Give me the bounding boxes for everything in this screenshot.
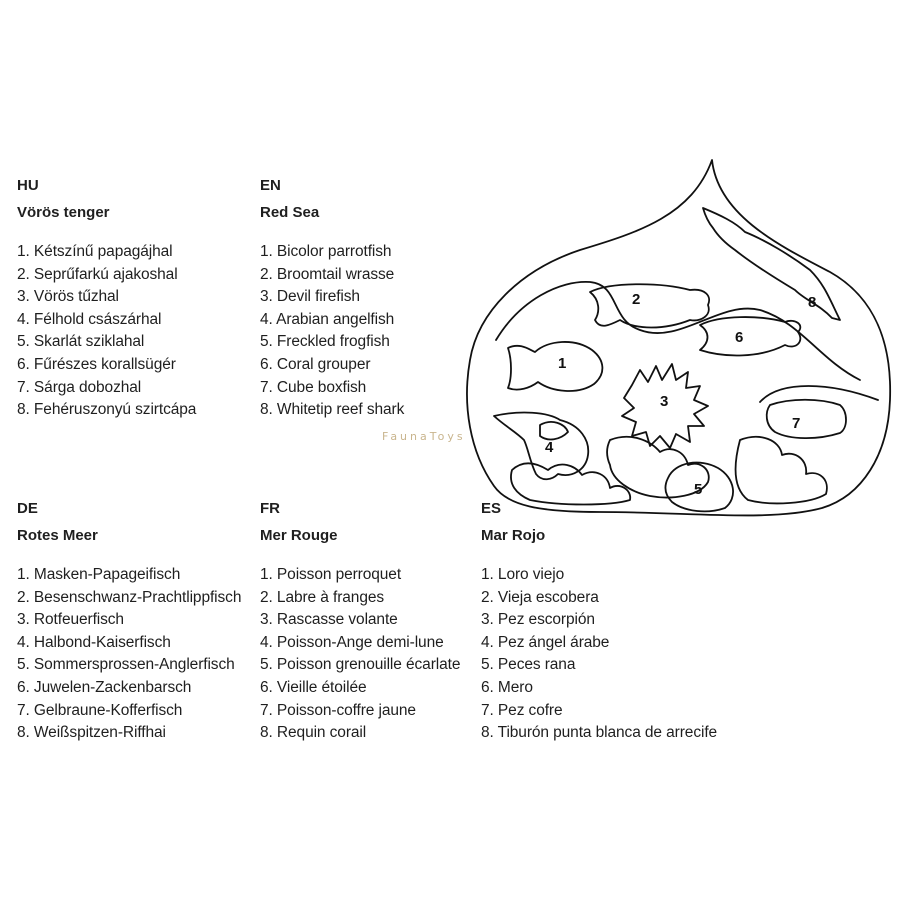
list-item: 8. Requin corail	[260, 724, 367, 742]
list-item: 7. Poisson-coffre jaune	[260, 701, 416, 719]
list-item: 4. Pez ángel árabe	[481, 633, 610, 651]
fish-4-piece	[493, 411, 590, 481]
list-item: 7. Sárga dobozhal	[17, 378, 142, 396]
list-item: 8. Tiburón punta blanca de arrecife	[481, 724, 718, 742]
coral-piece	[734, 435, 828, 505]
fish-7-wave	[759, 385, 879, 403]
piece-label-7: 7	[792, 415, 800, 432]
watermark: FaunaToys	[382, 430, 466, 443]
list-item: 5. Poisson grenouille écarlate	[260, 656, 461, 674]
list-item: 2. Vieja escobera	[481, 588, 599, 606]
list-item: 8. Weißspitzen-Riffhai	[17, 724, 166, 742]
language-code: FR	[260, 500, 280, 517]
frogfish-5-piece	[664, 461, 734, 513]
piece-label-2: 2	[632, 291, 640, 308]
list-item: 3. Devil firefish	[260, 288, 360, 306]
column-en: EN Red Sea 1. Bicolor parrotfish 2. Broo…	[260, 177, 404, 422]
list-item: 4. Poisson-Ange demi-lune	[260, 633, 444, 651]
list-item: 1. Kétszínű papagájhal	[17, 243, 173, 260]
list-item: 7. Pez cofre	[481, 701, 563, 719]
language-code: ES	[481, 500, 502, 517]
language-code: EN	[260, 177, 281, 194]
list-item: 1. Masken-Papageifisch	[17, 566, 181, 583]
piece-label-4: 4	[545, 439, 554, 456]
fish-1-piece	[507, 341, 604, 392]
wave-line	[495, 281, 861, 381]
list-item: 4. Félhold császárhal	[17, 310, 162, 328]
list-item: 7. Gelbraune-Kofferfisch	[17, 701, 183, 719]
section-title: Vörös tenger	[17, 204, 110, 221]
language-code: DE	[17, 500, 38, 517]
list-item: 1. Poisson perroquet	[260, 566, 402, 583]
list-item: 3. Rascasse volante	[260, 611, 398, 629]
species-list: 1. Poisson perroquet 2. Labre à franges …	[260, 564, 460, 745]
list-item: 5. Peces rana	[481, 656, 576, 674]
list-item: 3. Vörös tűzhal	[17, 288, 119, 306]
species-list: 1. Loro viejo 2. Vieja escobera 3. Pez e…	[481, 564, 717, 745]
piece-label-1: 1	[558, 355, 566, 372]
list-item: 2. Broomtail wrasse	[260, 265, 395, 283]
list-item: 5. Freckled frogfish	[260, 333, 390, 351]
list-item: 6. Fűrészes korallsügér	[17, 355, 176, 373]
list-item: 5. Sommersprossen-Anglerfisch	[17, 656, 235, 674]
fish-6-piece	[699, 316, 802, 357]
piece-label-3: 3	[660, 393, 668, 410]
piece-label-6: 6	[735, 329, 743, 346]
list-item: 6. Coral grouper	[260, 355, 371, 373]
list-item: 3. Pez escorpión	[481, 611, 595, 629]
coral-piece	[539, 421, 569, 441]
puzzle-outline-drawing: 1 2 3 4 5 6 7 8	[466, 159, 892, 517]
piece-label-5: 5	[694, 481, 702, 498]
piece-label-8: 8	[808, 294, 816, 311]
list-item: 4. Halbond-Kaiserfisch	[17, 633, 171, 651]
shark-piece	[702, 207, 841, 321]
species-list: 1. Masken-Papageifisch 2. Besenschwanz-P…	[17, 564, 241, 745]
language-code: HU	[17, 177, 39, 194]
list-item: 1. Loro viejo	[481, 566, 565, 583]
section-title: Mar Rojo	[481, 527, 546, 544]
list-item: 6. Mero	[481, 678, 533, 696]
fish-2-piece	[589, 283, 710, 329]
list-item: 5. Skarlát sziklahal	[17, 333, 145, 351]
species-list: 1. Bicolor parrotfish 2. Broomtail wrass…	[260, 241, 404, 422]
column-de: DE Rotes Meer 1. Masken-Papageifisch 2. …	[17, 500, 241, 745]
list-item: 2. Seprűfarkú ajakoshal	[17, 265, 178, 283]
list-item: 2. Besenschwanz-Prachtlippfisch	[17, 588, 242, 606]
list-item: 3. Rotfeuerfisch	[17, 611, 124, 629]
coral-piece	[510, 462, 632, 506]
section-title: Red Sea	[260, 204, 320, 221]
column-es: ES Mar Rojo 1. Loro viejo 2. Vieja escob…	[481, 500, 717, 745]
section-title: Rotes Meer	[17, 527, 98, 544]
list-item: 4. Arabian angelfish	[260, 310, 395, 328]
column-fr: FR Mer Rouge 1. Poisson perroquet 2. Lab…	[260, 500, 460, 745]
species-list: 1. Kétszínű papagájhal 2. Seprűfarkú aja…	[17, 241, 196, 422]
list-item: 8. Whitetip reef shark	[260, 401, 405, 419]
drop-outline	[466, 159, 892, 517]
section-title: Mer Rouge	[260, 527, 338, 544]
list-item: 6. Vieille étoilée	[260, 678, 367, 696]
list-item: 6. Juwelen-Zackenbarsch	[17, 678, 192, 696]
list-item: 1. Bicolor parrotfish	[260, 243, 392, 260]
list-item: 7. Cube boxfish	[260, 378, 367, 396]
list-item: 2. Labre à franges	[260, 588, 385, 606]
fish-7-piece	[765, 398, 847, 439]
coral-piece	[606, 435, 710, 499]
firefish-3-piece	[621, 363, 709, 449]
list-item: 8. Fehéruszonyú szirtcápa	[17, 401, 197, 419]
column-hu: HU Vörös tenger 1. Kétszínű papagájhal 2…	[17, 177, 196, 422]
